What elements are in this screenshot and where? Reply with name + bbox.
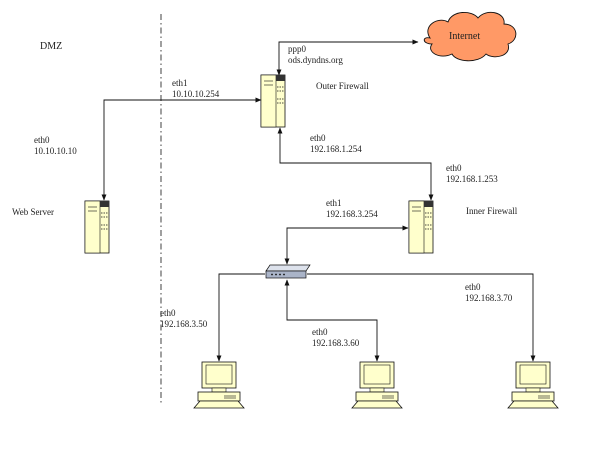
internet-label: Internet [449, 31, 480, 42]
iface-name: eth0 [312, 327, 328, 337]
iface-pc3-eth0: eth0 192.168.3.70 [465, 282, 513, 303]
iface-outer-ppp0: ppp0 ods.dyndns.org [288, 44, 343, 65]
link-inner-hub [284, 225, 409, 265]
iface-address: 192.168.1.253 [446, 174, 498, 184]
tower-server-icon [408, 200, 434, 254]
iface-name: ppp0 [288, 44, 307, 54]
iface-pc1-eth0: eth0 192.168.3.50 [160, 308, 208, 329]
web-server: Web Server [12, 200, 110, 254]
iface-name: eth1 [326, 198, 342, 208]
web-server-label: Web Server [12, 207, 54, 217]
iface-web-eth0: eth0 10.10.10.10 [34, 135, 77, 156]
iface-address: 192.168.3.50 [160, 319, 208, 329]
iface-inner-eth1: eth1 192.168.3.254 [326, 198, 378, 219]
iface-address: 10.10.10.254 [172, 89, 220, 99]
iface-pc2-eth0: eth0 192.168.3.60 [312, 327, 360, 348]
link-outer-inner [277, 127, 434, 201]
outer-firewall: Outer Firewall [260, 74, 369, 128]
network-hub-icon [265, 264, 311, 272]
iface-name: eth0 [465, 282, 481, 292]
cloud-icon [423, 11, 517, 62]
workstation-1 [193, 361, 245, 409]
link-hub-pc2 [284, 279, 380, 362]
iface-address: ods.dyndns.org [288, 55, 343, 65]
network-hub [265, 264, 311, 279]
iface-inner-eth0: eth0 192.168.1.253 [446, 163, 498, 184]
iface-name: eth0 [310, 133, 326, 143]
inner-firewall-label: Inner Firewall [466, 206, 518, 216]
workstation-3 [507, 361, 559, 409]
iface-address: 192.168.1.254 [310, 144, 362, 154]
iface-name: eth0 [446, 163, 462, 173]
iface-address: 192.168.3.70 [465, 293, 513, 303]
iface-name: eth0 [34, 135, 50, 145]
iface-name: eth1 [172, 78, 188, 88]
tower-server-icon [260, 74, 286, 128]
tower-server-icon [84, 200, 110, 254]
link-hub-pc1 [216, 273, 265, 362]
iface-address: 192.168.3.60 [312, 338, 360, 348]
link-outer-webserver [101, 97, 262, 201]
iface-outer-eth1: eth1 10.10.10.254 [172, 78, 220, 99]
iface-name: eth0 [160, 308, 176, 318]
iface-address: 192.168.3.254 [326, 209, 378, 219]
iface-outer-eth0: eth0 192.168.1.254 [310, 133, 362, 154]
workstation-2 [351, 361, 403, 409]
inner-firewall: Inner Firewall [408, 200, 518, 254]
internet-cloud: Internet [423, 11, 517, 62]
iface-address: 10.10.10.10 [34, 146, 77, 156]
dmz-label: DMZ [40, 41, 62, 52]
outer-firewall-label: Outer Firewall [316, 81, 369, 91]
link-hub-pc3 [307, 273, 536, 362]
link-outer-internet [276, 39, 419, 76]
